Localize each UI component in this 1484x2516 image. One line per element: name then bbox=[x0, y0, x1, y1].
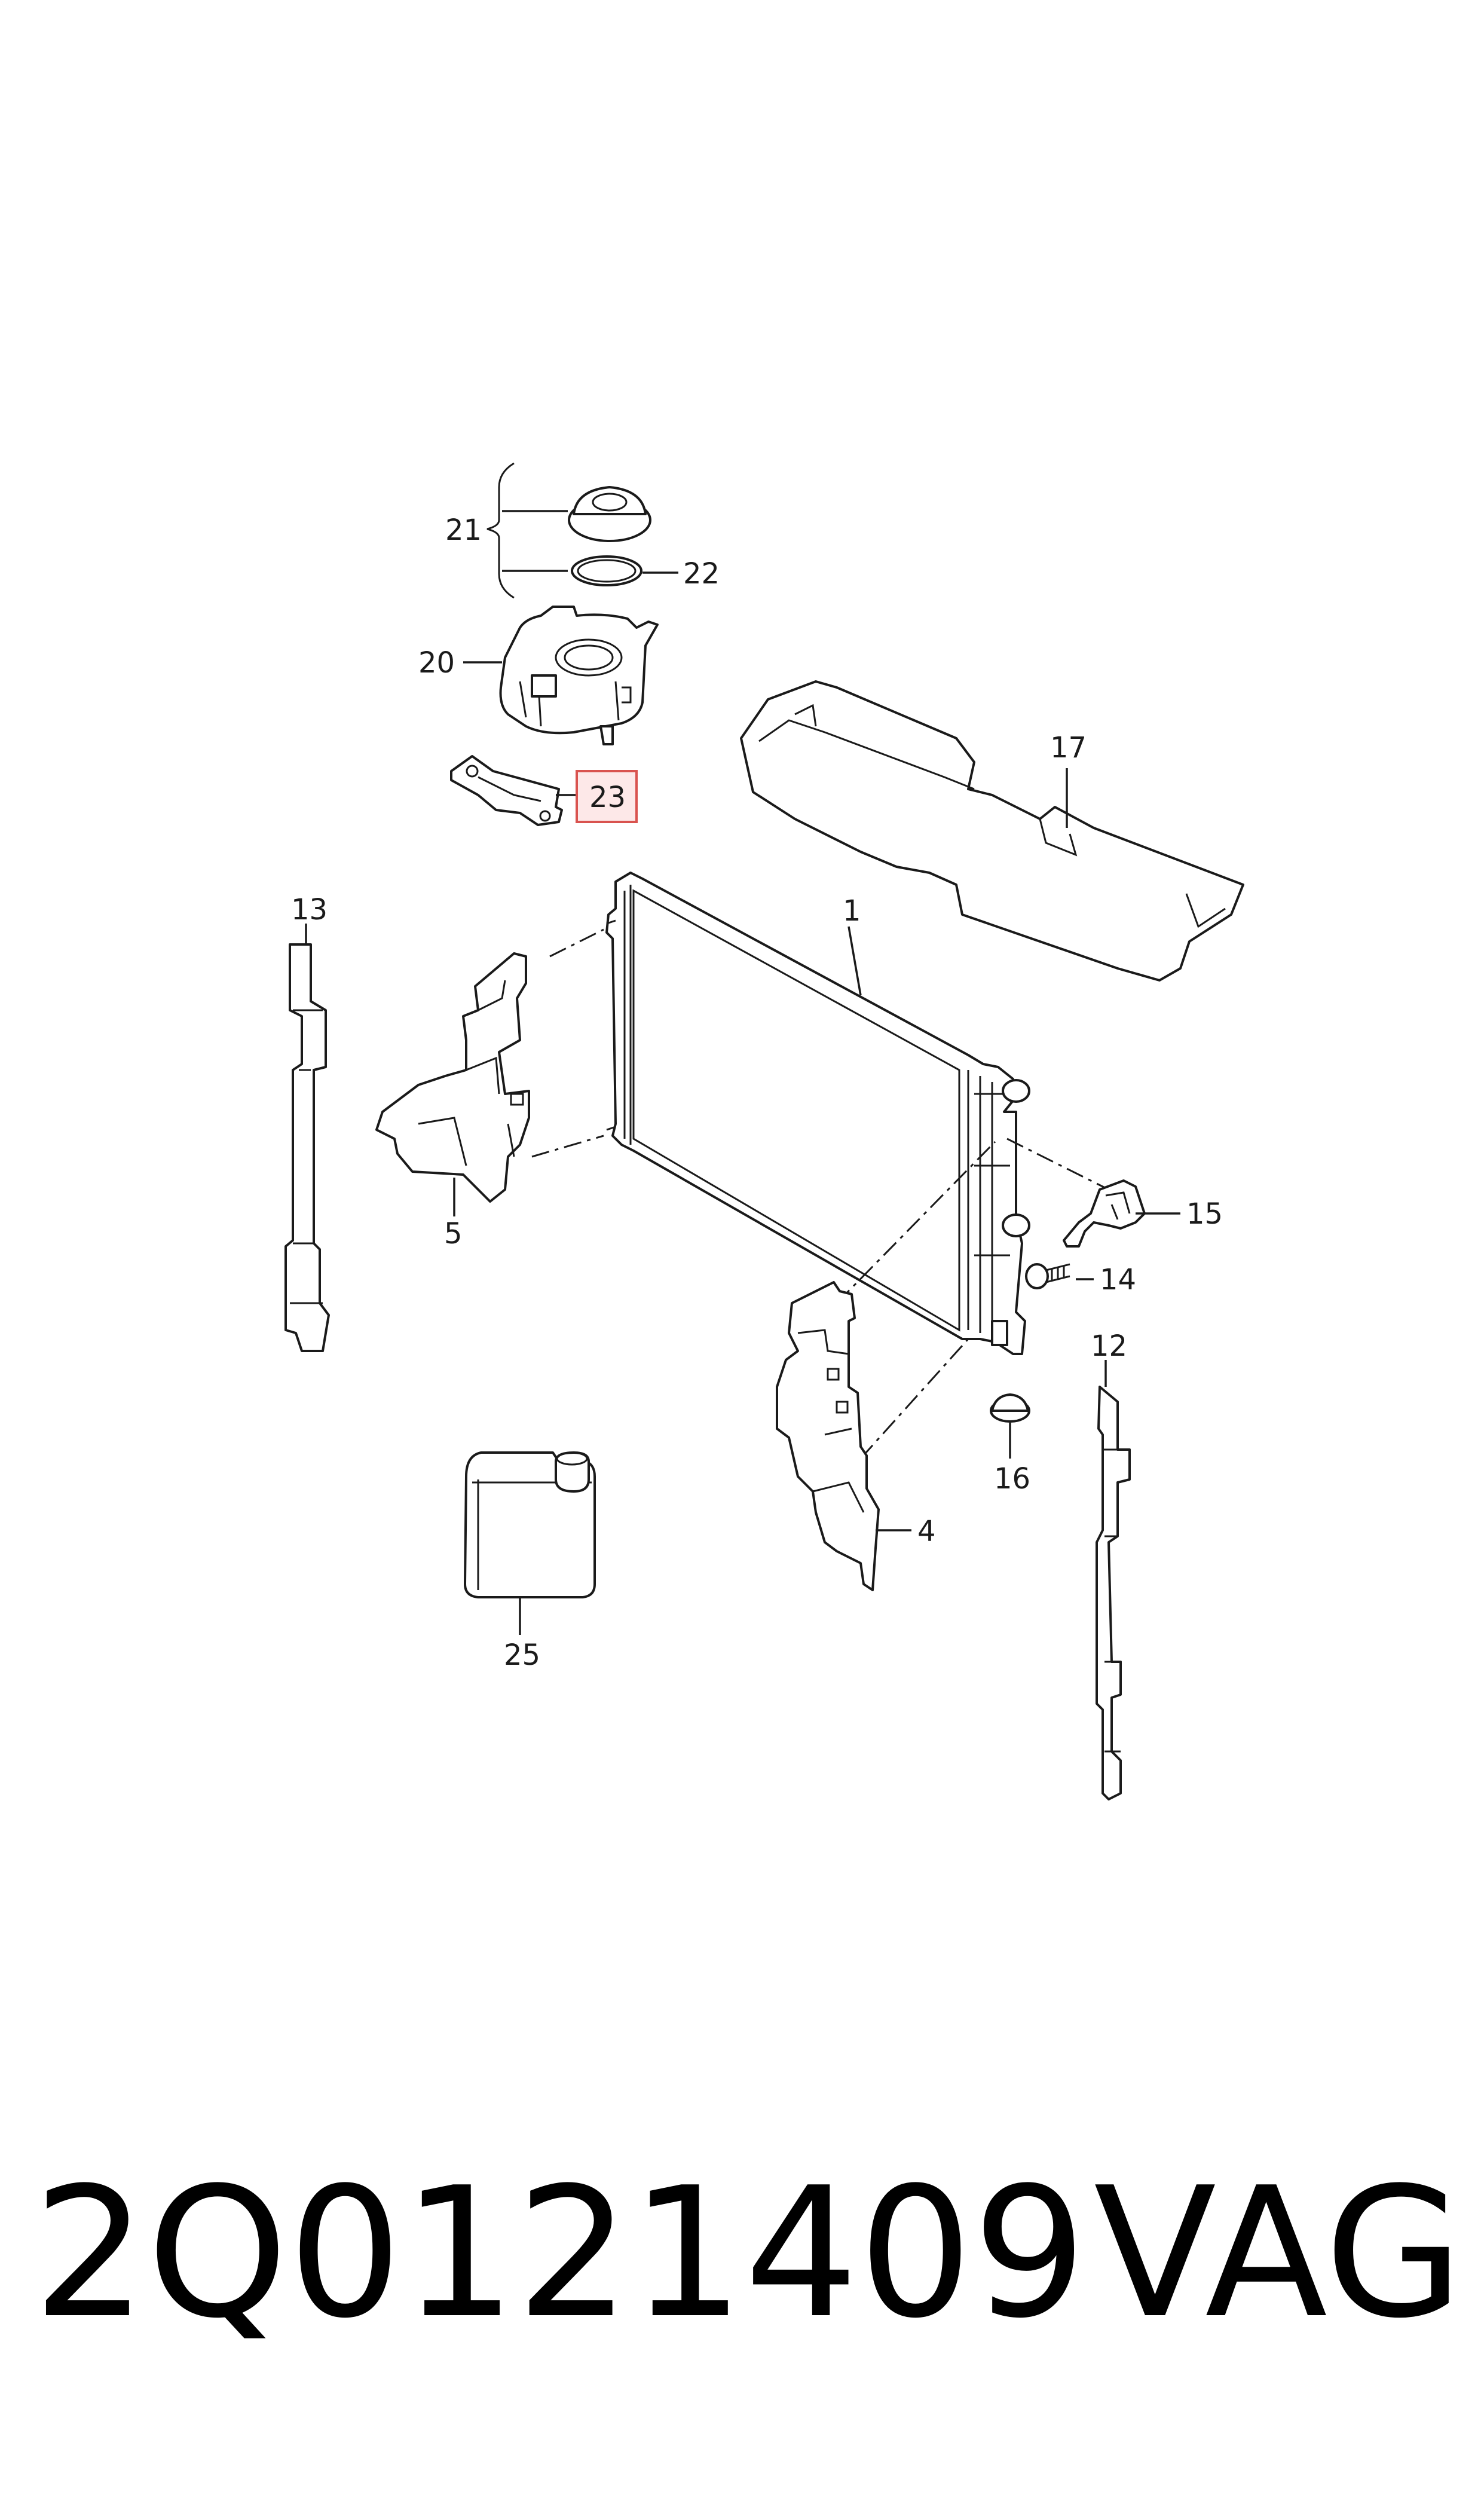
callout-12: 12 bbox=[1091, 1329, 1127, 1363]
callout-15: 15 bbox=[1186, 1197, 1223, 1231]
callout-23: 23 bbox=[589, 781, 626, 814]
exploded-parts-diagram: 21 22 20 23 17 13 1 5 15 14 12 16 4 25 bbox=[284, 462, 1244, 1800]
cap-group bbox=[486, 462, 678, 599]
right-air-guide bbox=[776, 1281, 880, 1591]
callout-5: 5 bbox=[444, 1217, 463, 1251]
left-side-seal bbox=[284, 943, 330, 1352]
expansion-tank bbox=[499, 606, 659, 745]
callout-13: 13 bbox=[291, 893, 328, 927]
callout-22: 22 bbox=[683, 557, 720, 591]
callout-14: 14 bbox=[1100, 1263, 1136, 1297]
callout-23-highlight bbox=[576, 770, 638, 823]
callout-20: 20 bbox=[418, 646, 455, 680]
left-air-guide bbox=[375, 952, 530, 1203]
filler-cap bbox=[568, 486, 651, 542]
screw bbox=[1025, 1263, 1070, 1289]
brand-name: VAG bbox=[1094, 2149, 1464, 2358]
callout-1: 1 bbox=[843, 894, 861, 928]
sensor-bracket bbox=[1063, 1179, 1146, 1248]
radiator bbox=[605, 872, 1030, 1355]
mounting-bracket bbox=[450, 755, 563, 826]
coolant-bottle bbox=[464, 1451, 596, 1598]
right-side-seal bbox=[1096, 1386, 1131, 1800]
callout-17: 17 bbox=[1050, 731, 1087, 765]
callout-25: 25 bbox=[504, 1638, 540, 1672]
callout-4: 4 bbox=[917, 1515, 936, 1548]
callout-16: 16 bbox=[994, 1462, 1030, 1496]
callout-21: 21 bbox=[445, 513, 482, 547]
part-number: 2Q0121409 bbox=[33, 2149, 1087, 2358]
seal-ring bbox=[571, 555, 642, 586]
upper-air-guide bbox=[740, 680, 1244, 982]
grommet bbox=[990, 1393, 1030, 1423]
